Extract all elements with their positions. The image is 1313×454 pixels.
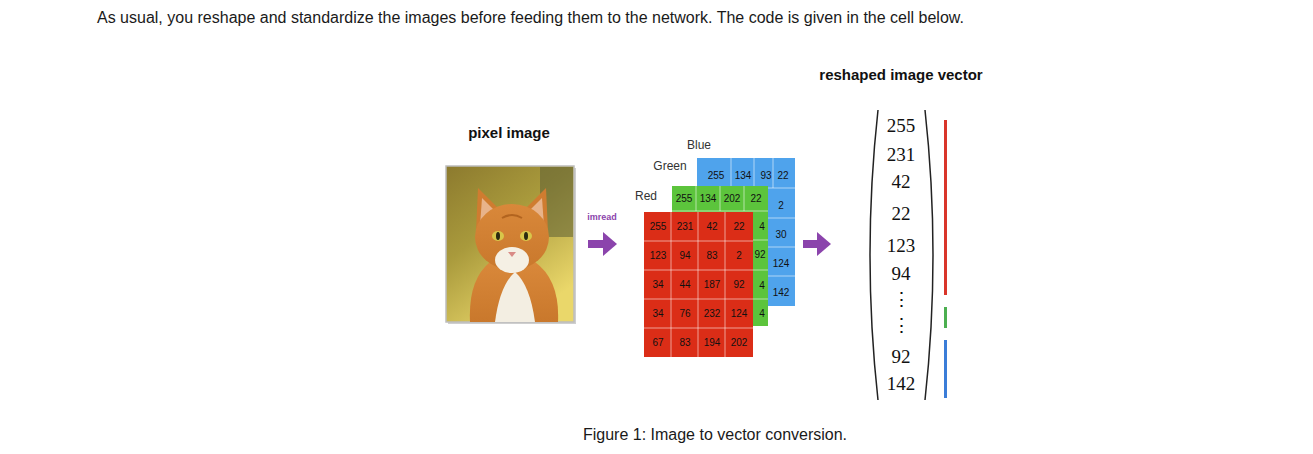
cell-value: 134 (700, 193, 717, 204)
bracket (870, 110, 878, 400)
cell-value: 187 (704, 279, 721, 290)
grid-line (644, 241, 753, 242)
cell-value: 92 (754, 249, 765, 260)
cell-value: 123 (650, 250, 667, 261)
grid-line (720, 186, 721, 211)
cell-value: 42 (706, 221, 717, 232)
intro-text: As usual, you reshape and standardize th… (97, 9, 964, 27)
vector-entry: 255 (887, 115, 916, 137)
grid-line (731, 158, 732, 188)
figure-caption: Figure 1: Image to vector conversion. (583, 426, 847, 444)
cat-photo (446, 166, 576, 324)
cell-value: 22 (733, 221, 744, 232)
channel-name: Red (635, 189, 657, 203)
vector-entry: 42 (892, 171, 911, 193)
vector-entry: 92 (892, 346, 911, 368)
channel-bar (944, 307, 947, 328)
channel-bar (944, 340, 947, 398)
arrow (588, 232, 617, 256)
grid-line (754, 158, 755, 188)
channel-name: Green (653, 159, 686, 173)
channel-name: Blue (687, 138, 711, 152)
cell-value: 142 (773, 287, 790, 298)
vector-entry: 22 (892, 203, 911, 225)
vector-entry: 231 (887, 144, 916, 166)
cell-value: 202 (731, 337, 748, 348)
cell-value: 4 (759, 280, 765, 291)
cell-value: 67 (652, 337, 663, 348)
cell-value: 231 (677, 221, 694, 232)
cell-value: 255 (676, 193, 693, 204)
cell-value: 124 (731, 308, 748, 319)
grid-line (744, 186, 745, 211)
vector-entry: 94 (892, 263, 911, 285)
vector-entry: ⋮ (892, 289, 911, 311)
cell-value: 202 (724, 193, 741, 204)
cell-value: 2 (778, 200, 784, 211)
bracket (925, 110, 933, 400)
vector-entry: 123 (887, 235, 916, 257)
arrow (803, 232, 831, 256)
cell-value: 22 (750, 193, 761, 204)
cell-value: 194 (704, 337, 721, 348)
red-channel-grid: Red2552314222123948323444187923476232124… (644, 212, 753, 357)
cell-value: 34 (652, 279, 663, 290)
cell-value: 30 (775, 229, 786, 240)
cell-value: 44 (679, 279, 690, 290)
cell-value: 134 (735, 170, 752, 181)
grid-line (696, 186, 697, 211)
grid-line (698, 212, 699, 357)
panel-title: reshaped image vector (819, 66, 982, 83)
grid-line (725, 212, 726, 357)
grid-line (773, 158, 774, 188)
grid-line (671, 212, 672, 357)
cell-value: 255 (650, 221, 667, 232)
cell-value: 2 (736, 250, 742, 261)
grid-line (644, 299, 753, 300)
vector-entry: 142 (887, 373, 916, 395)
grid-line (644, 270, 753, 271)
vector-entry: ⋮ (892, 315, 911, 337)
arrow-label: imread (587, 212, 617, 222)
cell-value: 34 (652, 308, 663, 319)
cell-value: 92 (733, 279, 744, 290)
cell-value: 83 (706, 250, 717, 261)
cell-value: 22 (777, 170, 788, 181)
channel-bar (944, 120, 947, 295)
cell-value: 83 (679, 337, 690, 348)
cell-value: 93 (760, 170, 771, 181)
cell-value: 94 (679, 250, 690, 261)
cell-value: 4 (759, 308, 765, 319)
cell-value: 232 (704, 308, 721, 319)
panel-title: pixel image (468, 124, 550, 141)
grid-line (644, 328, 753, 329)
cell-value: 255 (708, 170, 725, 181)
cell-value: 4 (759, 221, 765, 232)
cell-value: 124 (773, 258, 790, 269)
cell-value: 76 (679, 308, 690, 319)
